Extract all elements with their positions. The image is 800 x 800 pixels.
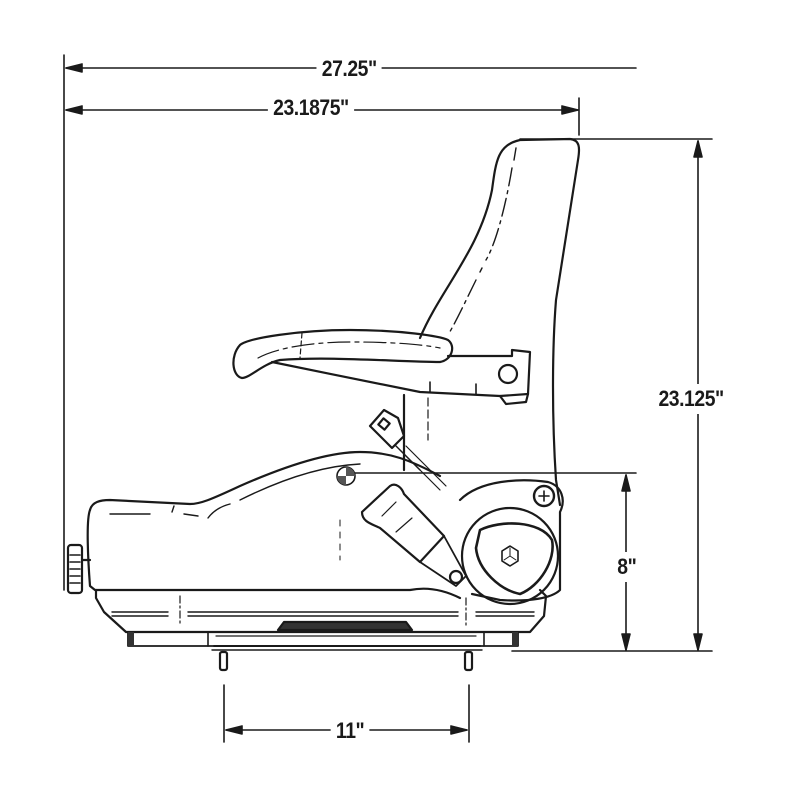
overall-height-label: 23.125" <box>656 384 726 414</box>
recline-knob <box>532 484 556 508</box>
backrest <box>418 137 581 507</box>
adjustment-knob <box>66 543 92 595</box>
seat-belt-retractor <box>360 483 467 587</box>
recline-mechanism <box>458 479 564 606</box>
mounting-studs <box>218 650 474 672</box>
seat-cushion <box>86 450 462 600</box>
suspension-base <box>94 588 548 651</box>
armrest <box>232 328 532 472</box>
seat-height-label: 8" <box>615 552 639 582</box>
dimension-lines <box>63 54 713 743</box>
seat-width-label: 23.1875" <box>267 97 355 119</box>
mounting-spacing-label: 11" <box>330 720 370 742</box>
overall-width-label: 27.25" <box>316 58 383 80</box>
seat-belt-buckle <box>368 408 447 491</box>
reference-mark <box>336 466 356 486</box>
